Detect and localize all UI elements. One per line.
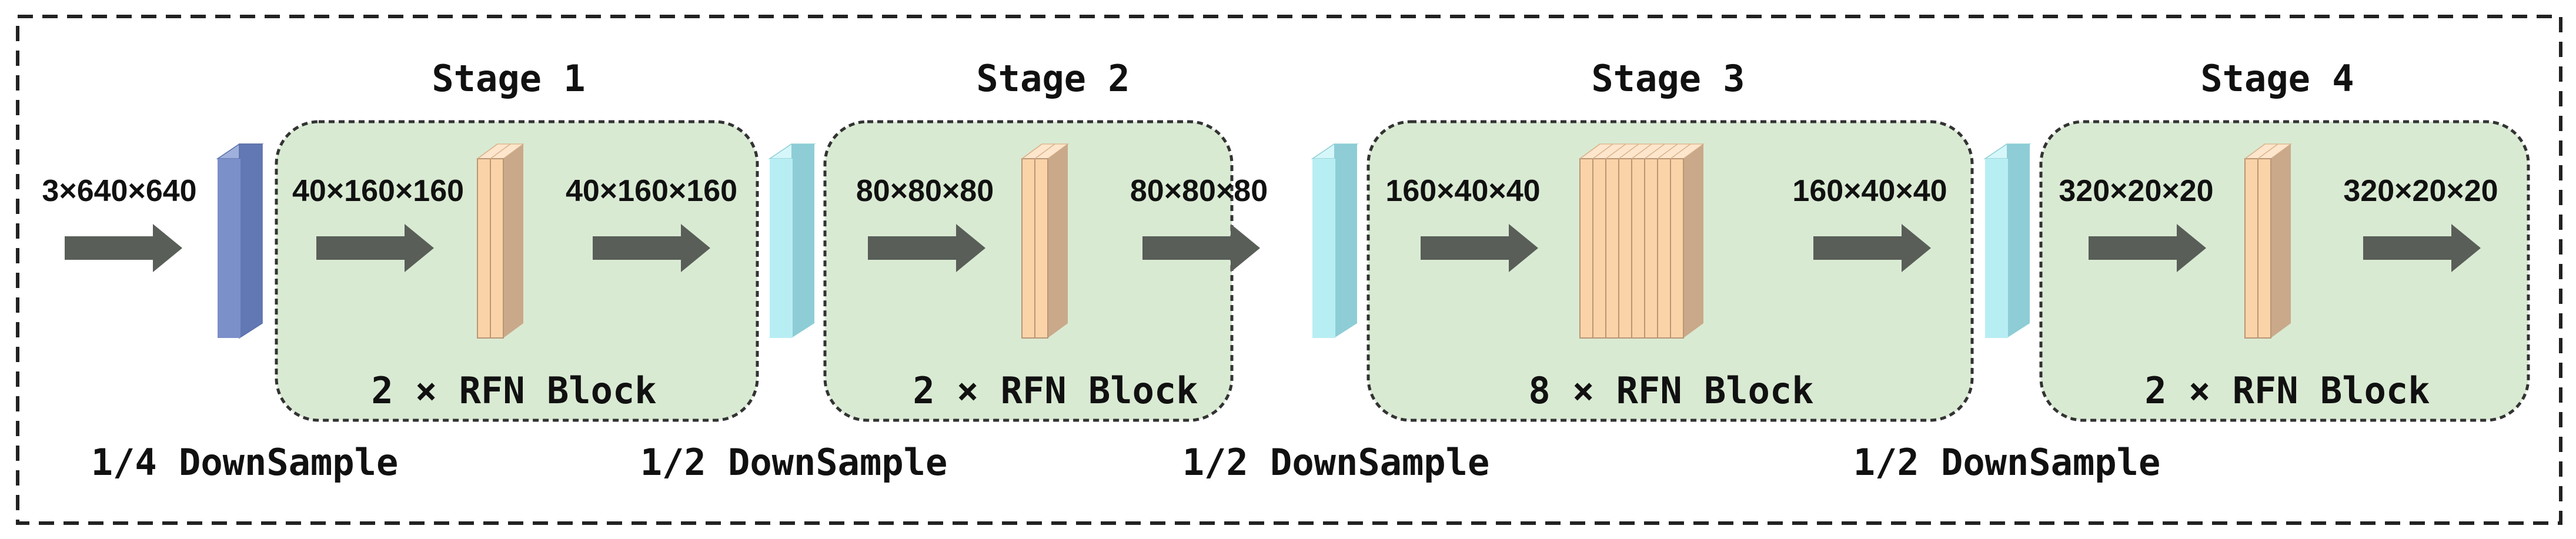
stage-1-block-label: 2 × RFN Block xyxy=(371,369,656,412)
rfn-block-side-face xyxy=(2271,144,2291,338)
rfn-block-slab xyxy=(2257,158,2271,339)
stage-4-in-arrow xyxy=(2089,224,2206,272)
rfn-block-slab xyxy=(1592,158,1606,339)
stage-2-block-label: 2 × RFN Block xyxy=(913,369,1198,412)
stage-1-title: Stage 1 xyxy=(432,57,585,100)
rfn-block-edge xyxy=(1631,143,1652,159)
rfn-block-slab xyxy=(1631,158,1645,339)
rfn-block-slab xyxy=(1034,158,1048,339)
stage-4-rfn-block-stack xyxy=(2243,143,2293,339)
stage-2-in-arrow xyxy=(868,224,985,272)
downsample-block-2 xyxy=(768,143,816,338)
stage-2-out-arrow xyxy=(1142,224,1260,272)
stage-4-output-dimension: 320×20×20 xyxy=(2343,174,2498,208)
stage-2-output-dimension: 80×80×80 xyxy=(1130,174,1268,208)
rfn-block-edge xyxy=(1670,143,1691,159)
stage-4-block-label: 2 × RFN Block xyxy=(2144,369,2430,412)
rfn-block-edge xyxy=(1657,143,1678,159)
rfn-block-side-face xyxy=(1683,144,1703,338)
rfn-block-edge xyxy=(2257,143,2278,159)
outer-frame xyxy=(16,15,2562,525)
rfn-block-side-face xyxy=(503,144,523,338)
rfn-block-slab xyxy=(477,158,491,339)
stem-downsample-block xyxy=(216,143,264,339)
rfn-block-edge xyxy=(477,143,498,159)
rfn-block-slab xyxy=(2244,158,2258,339)
input-dimension-label: 3×640×640 xyxy=(42,174,196,208)
stage-2-input-dimension: 80×80×80 xyxy=(856,174,994,208)
rfn-block-slab xyxy=(1644,158,1658,339)
stage-2-rfn-block-stack xyxy=(1020,143,1070,339)
downsample-label-2: 1/2 DownSample xyxy=(640,441,948,484)
rfn-block-edge xyxy=(1618,143,1639,159)
stage-2-title: Stage 2 xyxy=(976,57,1130,100)
stage-1-output-dimension: 40×160×160 xyxy=(566,174,737,208)
stage-3-in-arrow xyxy=(1421,224,1538,272)
stage-4-title: Stage 4 xyxy=(2200,57,2354,100)
stage-1-in-arrow xyxy=(316,224,434,272)
rfn-block-slab xyxy=(1618,158,1632,339)
rfn-block-slab xyxy=(490,158,504,339)
downsample-block-3 xyxy=(1311,143,1359,338)
stage-3-out-arrow xyxy=(1813,224,1931,272)
rfn-block-edge xyxy=(1579,143,1601,159)
rfn-block-edge xyxy=(2244,143,2266,159)
downsample-label-4: 1/2 DownSample xyxy=(1853,441,2161,484)
rfn-block-edge xyxy=(1034,143,1055,159)
stage-4-out-arrow xyxy=(2363,224,2481,272)
rfn-block-edge xyxy=(490,143,511,159)
stage-4-input-dimension: 320×20×20 xyxy=(2059,174,2213,208)
rfn-block-slab xyxy=(1670,158,1684,339)
stage-3-title: Stage 3 xyxy=(1591,57,1745,100)
rfn-block-edge xyxy=(1644,143,1665,159)
stage-3-output-dimension: 160×40×40 xyxy=(1792,174,1947,208)
downsample-label-1: 1/4 DownSample xyxy=(91,441,399,484)
downsample-block-4 xyxy=(1983,143,2032,338)
rfn-block-edge xyxy=(1021,143,1043,159)
rfn-block-slab xyxy=(1657,158,1671,339)
rfn-block-slab xyxy=(1021,158,1035,339)
stage-1-input-dimension: 40×160×160 xyxy=(292,174,464,208)
stage-3-rfn-block-stack xyxy=(1578,143,1705,339)
stage-3-block-label: 8 × RFN Block xyxy=(1528,369,1813,412)
downsample-label-3: 1/2 DownSample xyxy=(1182,441,1490,484)
input-arrow xyxy=(65,224,182,272)
rfn-block-slab xyxy=(1605,158,1619,339)
rfn-block-edge xyxy=(1592,143,1613,159)
stage-1-out-arrow xyxy=(593,224,710,272)
rfn-block-side-face xyxy=(1048,144,1068,338)
stage-3-input-dimension: 160×40×40 xyxy=(1385,174,1540,208)
rfn-block-edge xyxy=(1605,143,1626,159)
rfn-block-slab xyxy=(1579,158,1593,339)
stage-1-rfn-block-stack xyxy=(476,143,525,339)
